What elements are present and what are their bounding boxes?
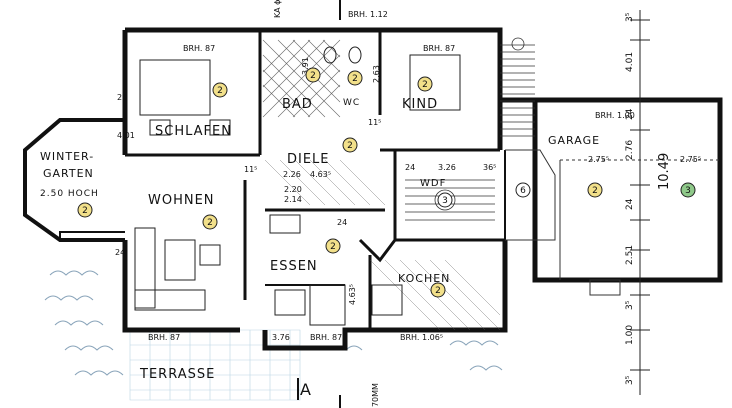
brh-kind: BRH. 87 (423, 44, 455, 53)
right-dimension-label: 3⁵ (625, 375, 635, 385)
dim-garage-1: 2.75⁵ (588, 155, 609, 164)
room-marker-number: 2 (347, 141, 353, 151)
dim-garage-2: 2.75⁵ (680, 155, 701, 164)
brh-garage: BRH. 1.00 (595, 111, 635, 120)
room-label-bad: BAD (282, 97, 313, 112)
dim-wc: 2.63 (372, 65, 381, 83)
right-dimension-label: 2.76 (625, 140, 635, 160)
room-label-wintergarten-1: WINTER- (40, 150, 94, 163)
right-dimension-label: 4.01 (625, 52, 635, 72)
room-markers: 2 2 2 2 2 2 2 2 2 2 3 6 3 (77, 67, 696, 298)
room-marker-number: 6 (520, 186, 526, 196)
entry-stairs (500, 37, 535, 137)
dim-wohnen-24: 24 (115, 248, 125, 257)
room-marker-circle (77, 202, 93, 218)
room-marker-circle (437, 192, 453, 208)
room-marker-number: 2 (207, 218, 213, 228)
dim-small-2: 2.14 (284, 195, 302, 204)
brh-essen: BRH. 87 (310, 333, 342, 342)
right-dimension-label: 3⁵ (625, 12, 635, 22)
dim-diele-3: 4.63⁵ (310, 170, 331, 179)
dim-left-24: 24 (117, 93, 127, 102)
brh-kochen: BRH. 1.06⁵ (400, 333, 443, 342)
room-marker-circle (515, 182, 531, 198)
room-marker-circle (305, 67, 321, 83)
right-dimension-label: 10.49 (657, 153, 672, 190)
dim-bad: 3.91 (301, 57, 310, 75)
room-marker-number: 2 (592, 186, 598, 196)
room-marker-number: 2 (82, 206, 88, 216)
right-dimension-label: 1.00 (625, 325, 635, 345)
ka-bottom: KA ϕ 70MM (371, 383, 380, 408)
right-dimension-label: 24 (625, 108, 635, 120)
right-dimensions: 3⁵ 4.01 24 2.76 24 10.49 2.51 3⁵ 1.00 3⁵ (625, 12, 672, 385)
wintergarten-outline (23, 118, 125, 242)
dim-kitchen-b: 3.26 (438, 163, 456, 172)
room-marker-number: 2 (352, 74, 358, 84)
room-label-garage: GARAGE (548, 134, 600, 147)
dimension-chain (630, 10, 650, 395)
room-label-kind: KIND (402, 97, 438, 112)
room-marker-number: 2 (217, 86, 223, 96)
brh-schlafen: BRH. 87 (183, 44, 215, 53)
room-label-wc: WC (343, 98, 360, 108)
room-marker-circle (430, 282, 446, 298)
wintergarten-height: 2.50 HOCH (40, 189, 99, 199)
dim-small-1: 2.20 (284, 185, 302, 194)
room-label-diele: DIELE (287, 152, 330, 167)
terrace-grid (129, 329, 301, 401)
section-label: A (300, 380, 311, 399)
room-marker-number: 2 (422, 80, 428, 90)
room-marker-circle (342, 137, 358, 153)
right-dimension-label: 24 (625, 198, 635, 210)
dim-left-11: 11⁵ (244, 165, 257, 174)
room-label-kochen: KOCHEN (398, 272, 450, 285)
section-marker (297, 0, 341, 408)
interior-walls (125, 30, 506, 330)
room-marker-circle (417, 76, 433, 92)
room-label-wohnen: WOHNEN (148, 193, 215, 208)
right-dimension-label: 3⁵ (625, 300, 635, 310)
right-dimension-label: 2.51 (625, 245, 635, 265)
garden-scallops (44, 270, 503, 376)
room-marker-circle (587, 182, 603, 198)
room-label-wintergarten-2: GARTEN (43, 167, 94, 180)
room-marker-number: 2 (310, 71, 316, 81)
room-marker-circle (212, 82, 228, 98)
room-marker-number: 2 (330, 242, 336, 252)
room-marker-circle (680, 182, 696, 198)
exterior-walls (122, 27, 723, 351)
dim-376: 3.76 (272, 333, 290, 342)
room-label-essen: ESSEN (270, 259, 318, 274)
dim-401: 4.01 (117, 131, 135, 140)
room-marker-circle (347, 70, 363, 86)
dim-kitchen-a: 24 (405, 163, 415, 172)
brh-top: BRH. 1.12 (348, 10, 388, 19)
room-marker-number: 3 (442, 196, 448, 206)
room-marker-circle (325, 238, 341, 254)
room-label-terrasse: TERRASSE (139, 367, 215, 382)
dim-diele-v: 11⁵ (368, 118, 381, 127)
dim-essen-v: 4.63⁵ (348, 284, 357, 305)
room-label-wdf: WDF (420, 178, 446, 189)
dim-diele-2: 2.26 (283, 170, 301, 179)
room-marker-circle (202, 214, 218, 230)
room-marker-number: 2 (435, 286, 441, 296)
room-marker-number: 3 (685, 186, 691, 196)
furniture (134, 46, 461, 326)
brh-wohnen: BRH. 87 (148, 333, 180, 342)
dim-essen-24: 24 (337, 218, 347, 227)
ka-top: KA ϕ (273, 0, 282, 18)
dim-kitchen-c: 36⁵ (483, 163, 496, 172)
room-label-schlafen: SCHLAFEN (155, 124, 232, 139)
